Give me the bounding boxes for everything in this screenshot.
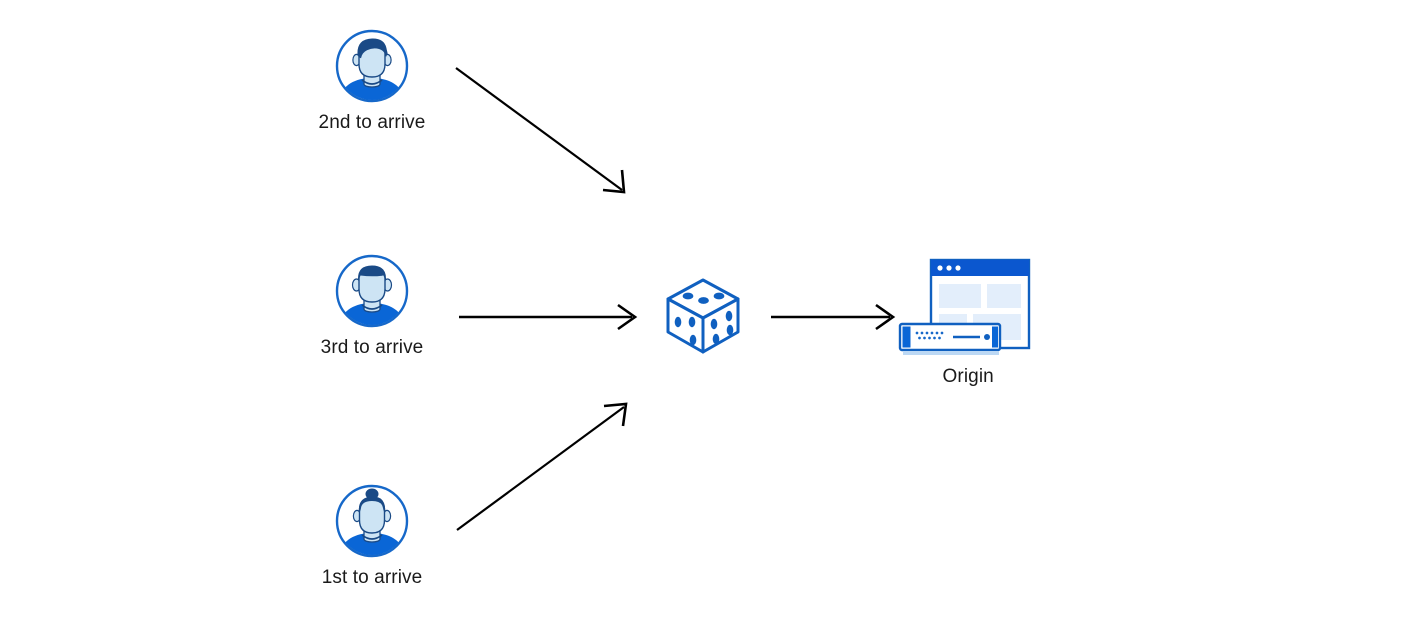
node-label-origin: Origin bbox=[942, 366, 994, 387]
router-device-icon bbox=[898, 322, 1002, 355]
dice-left-pips bbox=[674, 316, 697, 346]
node-visitor-1st[interactable]: 1st to arrive bbox=[322, 483, 422, 588]
dice-icon bbox=[666, 278, 740, 354]
dice-right-pips bbox=[710, 310, 734, 345]
node-randomizer[interactable] bbox=[660, 272, 746, 358]
node-visitor-3rd[interactable]: 3rd to arrive bbox=[321, 253, 423, 358]
arrow-2nd-to-dice bbox=[455, 67, 626, 194]
arrow-3rd-to-dice bbox=[459, 303, 638, 331]
node-visitor-2nd[interactable]: 2nd to arrive bbox=[319, 28, 425, 133]
arrow-1st-to-dice bbox=[456, 402, 628, 531]
node-origin[interactable]: Origin bbox=[898, 258, 1031, 387]
user-avatar-icon bbox=[335, 29, 409, 103]
node-label-visitor-2nd: 2nd to arrive bbox=[318, 112, 426, 133]
node-label-visitor-3rd: 3rd to arrive bbox=[320, 337, 424, 358]
node-label-visitor-1st: 1st to arrive bbox=[321, 567, 423, 588]
dice-top-pips bbox=[682, 292, 725, 304]
user-avatar-icon bbox=[335, 484, 409, 558]
user-avatar-icon bbox=[335, 254, 409, 328]
arrow-dice-to-origin bbox=[771, 303, 896, 331]
origin-server-icon bbox=[898, 258, 1031, 355]
